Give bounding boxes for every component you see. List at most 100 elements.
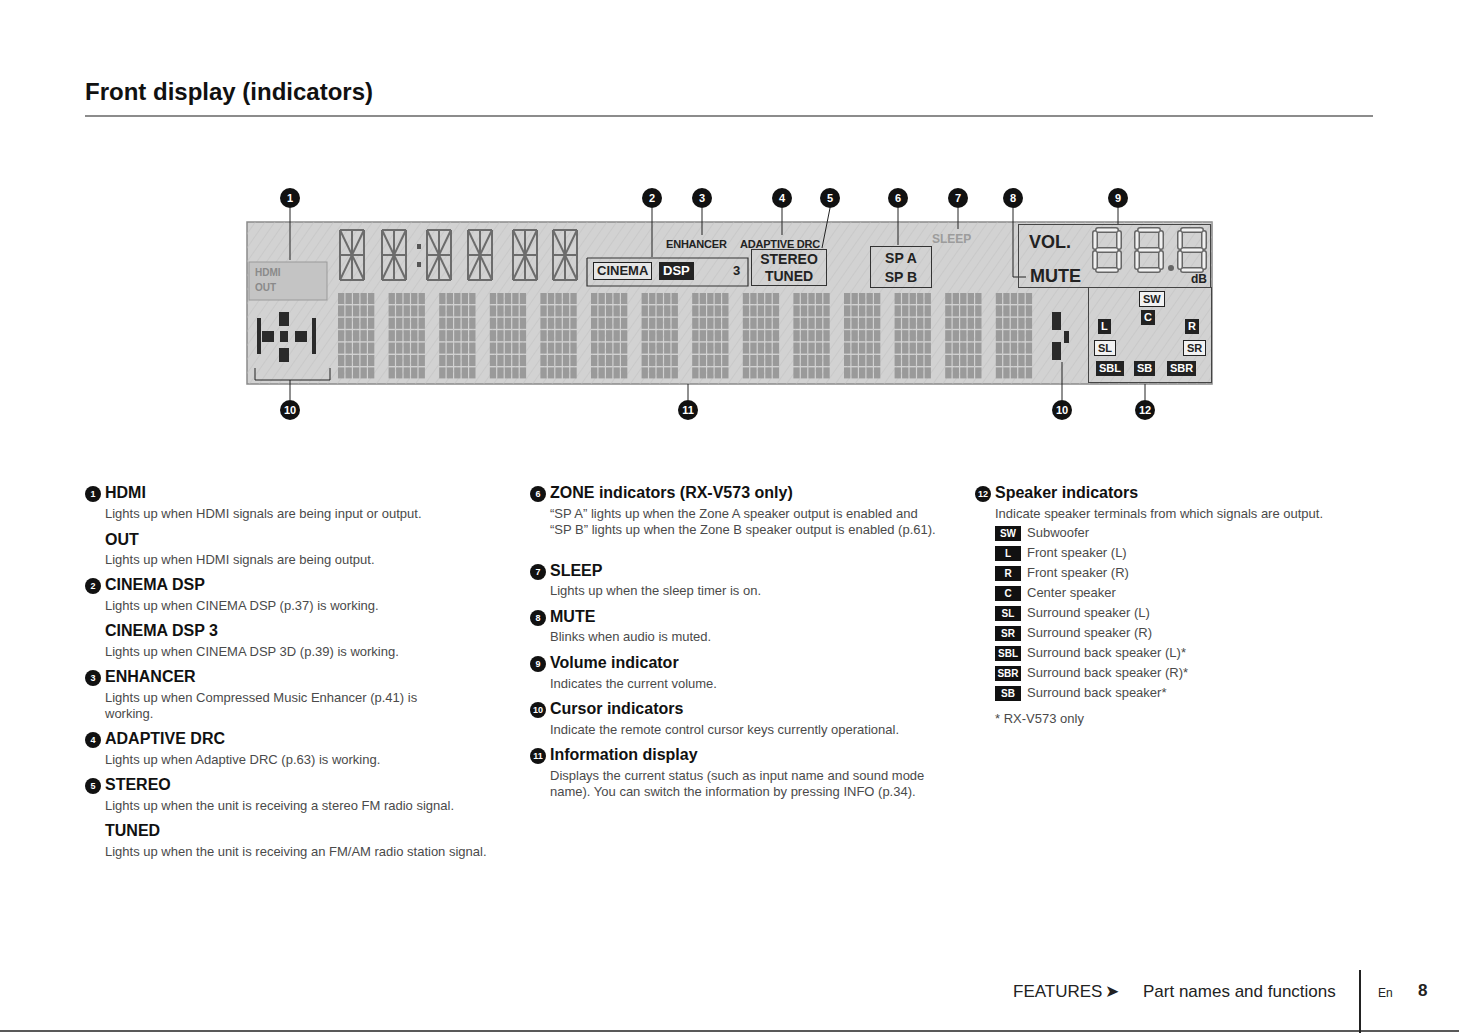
matrix-dot [968,330,974,341]
matrix-dot [910,318,916,329]
matrix-dot [852,305,858,316]
matrix-dot [454,355,460,366]
digit-segment [1116,233,1122,247]
matrix-dot [606,318,612,329]
matrix-dot [540,318,546,329]
matrix-dot [953,330,959,341]
matrix-dot [765,367,771,378]
callout-number: 6 [530,486,546,502]
item-description: Lights up when HDMI signals are being ou… [105,552,375,568]
matrix-dot [773,293,779,304]
matrix-dot [411,355,417,366]
matrix-dot [953,305,959,316]
item-heading: CINEMA DSP [105,576,205,594]
item-description: Center speaker [1027,585,1116,601]
matrix-dot [396,330,402,341]
indicator-text: dB [1191,272,1207,286]
matrix-dot [1026,330,1032,341]
matrix-dot [975,367,981,378]
cursor-indicators [257,312,1069,362]
matrix-dot [353,318,359,329]
matrix-dot [758,318,764,329]
matrix-dot [960,318,966,329]
matrix-dot [591,293,597,304]
matrix-dot [657,355,663,366]
display-part [822,208,830,248]
matrix-dot [389,318,395,329]
matrix-dot [1026,318,1032,329]
matrix-dot [758,305,764,316]
speaker-icon: SBR [995,666,1021,681]
matrix-dot [389,305,395,316]
matrix-dot [447,343,453,354]
matrix-dot [975,355,981,366]
item-description: Surround back speaker* [1027,685,1166,701]
matrix-dot [793,367,799,378]
matrix-dot [1003,355,1009,366]
matrix-dot [657,343,663,354]
matrix-dot [715,293,721,304]
matrix-dot [505,305,511,316]
callout-number: 12 [1135,400,1155,420]
matrix-dot [606,367,612,378]
matrix-dot [925,355,931,366]
matrix-dot [925,367,931,378]
matrix-dot [960,367,966,378]
matrix-dot [859,305,865,316]
matrix-dot [563,305,569,316]
matrix-dot [419,293,425,304]
matrix-dot [975,305,981,316]
matrix-dot [599,367,605,378]
callout-number: 7 [530,564,546,580]
matrix-dot [563,330,569,341]
segment-stroke [513,230,537,280]
matrix-dot [505,293,511,304]
matrix-dot [490,355,496,366]
matrix-dot [555,330,561,341]
matrix-dot [338,330,344,341]
matrix-dot [664,355,670,366]
matrix-dot [548,293,554,304]
matrix-dot [793,330,799,341]
digit-segment [1203,233,1206,247]
matrix-dot [469,293,475,304]
matrix-dot [649,318,655,329]
display-indicator: SLEEP [932,232,971,246]
display-part [279,348,289,362]
display-texture [247,222,1212,384]
matrix-dot [346,355,352,366]
matrix-dot [469,305,475,316]
matrix-dot [599,305,605,316]
digit-segment [1160,253,1163,267]
item-heading: OUT [105,531,139,549]
matrix-dot [758,355,764,366]
matrix-dot [570,293,576,304]
matrix-dot [563,318,569,329]
matrix-dot [540,367,546,378]
matrix-dot [715,343,721,354]
matrix-dot [895,293,901,304]
matrix-dot [895,355,901,366]
matrix-dot [925,305,931,316]
matrix-dot [548,318,554,329]
matrix-dot [404,305,410,316]
callout-number: 9 [530,656,546,672]
matrix-dot [570,367,576,378]
matrix-dot [925,293,931,304]
matrix-dot [368,367,374,378]
matrix-dot [404,318,410,329]
callout-number: 5 [85,778,101,794]
matrix-dot [1018,355,1024,366]
item-description: Displays the current status (such as inp… [550,768,935,800]
segment-stroke [340,230,364,280]
matrix-dot [606,305,612,316]
matrix-dot [621,343,627,354]
matrix-dot [570,343,576,354]
matrix-dot [389,343,395,354]
matrix-dot [773,343,779,354]
matrix-dot [1011,367,1017,378]
callout-number: 3 [85,670,101,686]
matrix-dot [793,343,799,354]
matrix-dot [801,293,807,304]
matrix-dot [1011,293,1017,304]
